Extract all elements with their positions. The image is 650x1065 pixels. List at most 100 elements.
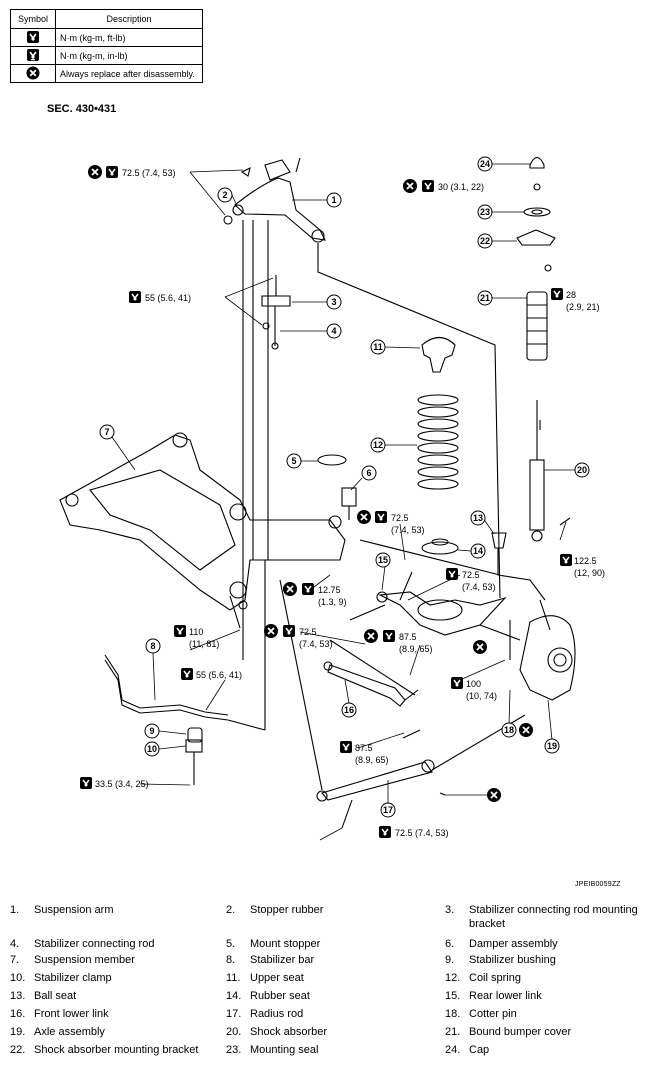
ball-seat-drawing: [491, 532, 507, 549]
torque-spec-9: 110(11, 81): [173, 624, 219, 649]
torque-wrench-icon: [421, 179, 435, 193]
torque-spec-14: 87.5(8.9, 65): [339, 740, 389, 765]
svg-text:17: 17: [383, 805, 393, 815]
replace-x-icon: [263, 623, 279, 639]
suspension-arm-drawing: [234, 177, 326, 241]
torque-wrench-icon: [128, 290, 142, 304]
svg-text:12.75: 12.75: [318, 585, 341, 595]
svg-text:18: 18: [504, 725, 514, 735]
svg-text:55 (5.6, 41): 55 (5.6, 41): [145, 293, 191, 303]
replace-x-icon: [402, 178, 418, 194]
svg-text:30 (3.1, 22): 30 (3.1, 22): [438, 182, 484, 192]
callout-8: 8: [145, 638, 161, 654]
svg-text:9: 9: [149, 726, 154, 736]
torque-spec-1: 72.5 (7.4, 53): [87, 164, 176, 180]
svg-text:(1.3, 9): (1.3, 9): [318, 597, 347, 607]
torque-spec-8: 12.75 (1.3, 9): [282, 581, 347, 607]
callout-15: 15: [375, 552, 391, 568]
torque-specs: 72.5 (7.4, 53) 30 (3.1, 22) 28(2.9, 21) …: [79, 164, 605, 839]
figure-reference: JPEIB0059ZZ: [575, 881, 621, 888]
torque-wrench-icon: [339, 740, 353, 754]
callout-4: 4: [326, 323, 342, 339]
mount-stopper-drawing: [317, 454, 347, 466]
callout-9: 9: [144, 723, 160, 739]
torque-wrench-icon: [10, 28, 56, 47]
svg-text:100: 100: [466, 679, 481, 689]
svg-text:(7.4, 53): (7.4, 53): [391, 525, 425, 535]
svg-text:22: 22: [480, 236, 490, 246]
torque-spec-3: 28(2.9, 21): [550, 287, 600, 312]
svg-text:8: 8: [150, 641, 155, 651]
callout-6: 6: [361, 465, 377, 481]
bound-bumper-cover-drawing: [526, 291, 548, 361]
callout-23: 23: [477, 204, 493, 220]
svg-text:14: 14: [473, 546, 483, 556]
rubber-seat-drawing: [421, 541, 459, 555]
radius-rod-drawing: [321, 761, 433, 801]
torque-wrench-icon: [445, 567, 459, 581]
replace-x-icon: [472, 639, 488, 655]
svg-text:(2.9, 21): (2.9, 21): [566, 302, 600, 312]
callout-11: 11: [370, 339, 386, 355]
damper-assembly-drawing: [341, 487, 357, 507]
svg-text:(12, 90): (12, 90): [574, 568, 605, 578]
callout-19: 19: [544, 738, 560, 754]
part-drawings: [59, 156, 576, 829]
svg-text:(10, 74): (10, 74): [466, 691, 497, 701]
torque-spec-10: 72.5(7.4, 53): [263, 623, 333, 649]
torque-wrench-icon: [559, 553, 573, 567]
torque-wrench-icon: [382, 629, 396, 643]
svg-text:7: 7: [104, 427, 109, 437]
callout-5: 5: [286, 453, 302, 469]
torque-spec-13: 100 (10, 74): [450, 676, 497, 701]
torque-spec-6: 122.5 (12, 90): [559, 553, 605, 578]
svg-text:(8.9, 65): (8.9, 65): [399, 644, 433, 654]
callout-22: 22: [477, 233, 493, 249]
svg-text:33.5 (3.4, 25): 33.5 (3.4, 25): [95, 779, 149, 789]
svg-text:1: 1: [331, 195, 336, 205]
front-lower-link-drawing: [327, 664, 406, 707]
svg-text:12: 12: [373, 440, 383, 450]
torque-spec-7: 72.5(7.4, 53): [445, 567, 496, 592]
callout-21: 21: [477, 290, 493, 306]
svg-text:122.5: 122.5: [574, 556, 597, 566]
callout-20: 20: [574, 462, 590, 478]
torque-wrench-icon: [282, 624, 296, 638]
arm-ball-joint: [311, 229, 325, 243]
callout-13: 13: [470, 510, 486, 526]
section-label: SEC. 430•431: [47, 103, 117, 115]
callout-7: 7: [99, 424, 115, 440]
svg-text:19: 19: [547, 741, 557, 751]
torque-wrench-icon: [173, 624, 187, 638]
svg-text:6: 6: [366, 468, 371, 478]
svg-text:(8.9, 65): (8.9, 65): [355, 755, 389, 765]
leader-lines: [111, 163, 575, 841]
callout-numbers: 1 2 3 4 5 6 7 8 9 10 11 12 13 14 15 16 1…: [99, 156, 590, 818]
svg-text:(11, 81): (11, 81): [189, 639, 219, 649]
svg-text:72.5: 72.5: [391, 513, 409, 523]
svg-text:11: 11: [373, 342, 383, 352]
parts-list-item: 3.Stabilizer connecting rod mounting bra…: [445, 904, 638, 930]
stabilizer-bushing-drawing: [187, 727, 203, 743]
torque-spec-16: 72.5 (7.4, 53): [378, 825, 449, 839]
mounting-seal-drawing: [523, 207, 551, 217]
stabilizer-bar-drawing: [104, 654, 229, 716]
stopper-rubber-drawing: [232, 204, 244, 216]
replace-x-icon: [282, 581, 298, 597]
svg-text:21: 21: [480, 293, 490, 303]
rear-suspension-exploded-diagram: 1 2 3 4 5 6 7 8 9 10 11 12 13 14 15 16 1…: [59, 156, 605, 841]
svg-text:2: 2: [222, 190, 227, 200]
coil-spring-drawing: [417, 394, 459, 490]
rear-lower-link-drawing: [378, 591, 507, 636]
upper-seat-drawing: [421, 336, 456, 373]
replace-x-icon: [363, 628, 379, 644]
svg-text:23: 23: [480, 207, 490, 217]
svg-text:72.5: 72.5: [299, 627, 317, 637]
stabilizer-bracket-drawing: [261, 295, 291, 307]
callout-24: 24: [477, 156, 493, 172]
cap-drawing: [529, 156, 545, 169]
suspension-member-drawing: [59, 434, 346, 611]
callout-2: 2: [217, 187, 233, 203]
svg-text:20: 20: [577, 465, 587, 475]
callout-17: 17: [380, 802, 396, 818]
